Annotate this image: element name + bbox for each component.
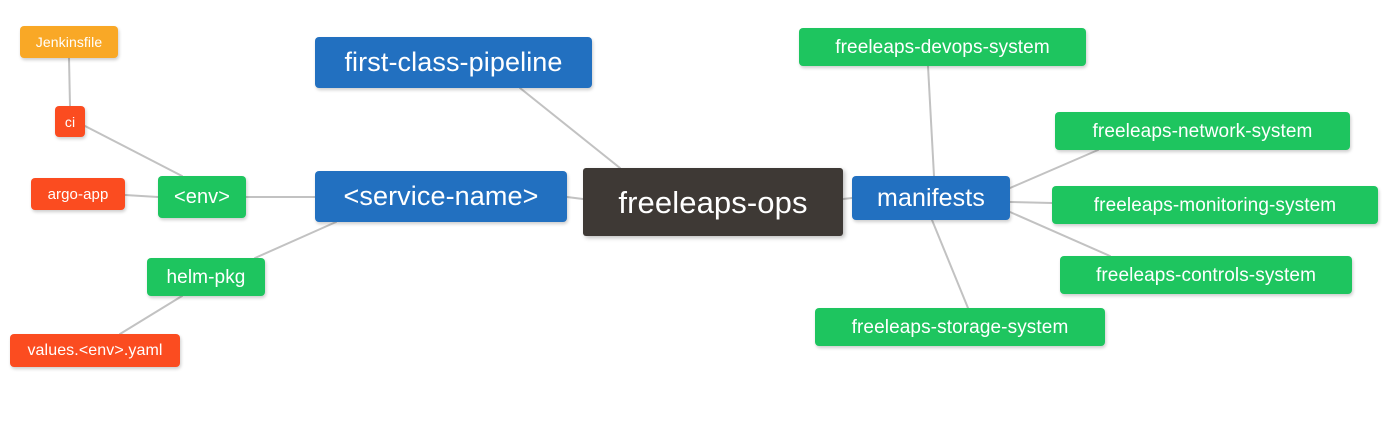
edge-jenkinsfile-to-ci xyxy=(68,57,71,107)
node-label-helm-pkg: helm-pkg xyxy=(166,266,246,288)
edge-freeleaps-ops-to-manifests xyxy=(842,197,853,200)
node-freeleaps-monitoring-system[interactable]: freeleaps-monitoring-system xyxy=(1052,186,1378,224)
node-helm-pkg[interactable]: helm-pkg xyxy=(147,258,265,296)
node-label-values-env-yaml: values.<env>.yaml xyxy=(27,341,163,359)
edge-ci-to-env xyxy=(84,125,183,177)
node-freeleaps-devops-system[interactable]: freeleaps-devops-system xyxy=(799,28,1086,66)
node-label-ci: ci xyxy=(64,113,76,130)
edge-argo-app-to-env xyxy=(124,194,159,198)
edge-service-name-to-freeleaps-ops xyxy=(566,196,584,200)
node-label-freeleaps-devops-system: freeleaps-devops-system xyxy=(835,36,1050,58)
node-label-first-class-pipeline: first-class-pipeline xyxy=(344,47,563,77)
node-jenkinsfile[interactable]: Jenkinsfile xyxy=(20,26,118,58)
node-freeleaps-controls-system[interactable]: freeleaps-controls-system xyxy=(1060,256,1352,294)
edge-manifests-to-freeleaps-devops-system xyxy=(927,65,935,177)
node-service-name[interactable]: <service-name> xyxy=(315,171,567,222)
edge-manifests-to-freeleaps-monitoring-system xyxy=(1009,201,1053,204)
node-label-manifests: manifests xyxy=(877,183,985,212)
node-values-env-yaml[interactable]: values.<env>.yaml xyxy=(10,334,180,367)
node-first-class-pipeline[interactable]: first-class-pipeline xyxy=(315,37,592,88)
edge-first-class-pipeline-to-freeleaps-ops xyxy=(519,87,621,169)
edge-values-env-yaml-to-helm-pkg xyxy=(119,295,183,335)
node-label-service-name: <service-name> xyxy=(343,181,539,211)
node-label-freeleaps-controls-system: freeleaps-controls-system xyxy=(1095,264,1317,286)
node-label-argo-app: argo-app xyxy=(47,185,109,203)
node-freeleaps-storage-system[interactable]: freeleaps-storage-system xyxy=(815,308,1105,346)
node-ci[interactable]: ci xyxy=(55,106,85,137)
node-label-freeleaps-monitoring-system: freeleaps-monitoring-system xyxy=(1093,194,1337,216)
node-manifests[interactable]: manifests xyxy=(852,176,1010,220)
node-env[interactable]: <env> xyxy=(158,176,246,218)
edge-manifests-to-freeleaps-network-system xyxy=(1009,149,1099,189)
node-label-freeleaps-network-system: freeleaps-network-system xyxy=(1092,120,1313,142)
node-freeleaps-ops[interactable]: freeleaps-ops xyxy=(583,168,843,236)
edge-manifests-to-freeleaps-storage-system xyxy=(931,219,969,309)
node-freeleaps-network-system[interactable]: freeleaps-network-system xyxy=(1055,112,1350,150)
node-label-freeleaps-storage-system: freeleaps-storage-system xyxy=(851,316,1069,338)
node-label-freeleaps-ops: freeleaps-ops xyxy=(618,184,808,220)
node-argo-app[interactable]: argo-app xyxy=(31,178,125,210)
node-label-env: <env> xyxy=(173,186,231,208)
edge-helm-pkg-to-service-name xyxy=(254,221,337,259)
node-label-jenkinsfile: Jenkinsfile xyxy=(35,34,103,50)
